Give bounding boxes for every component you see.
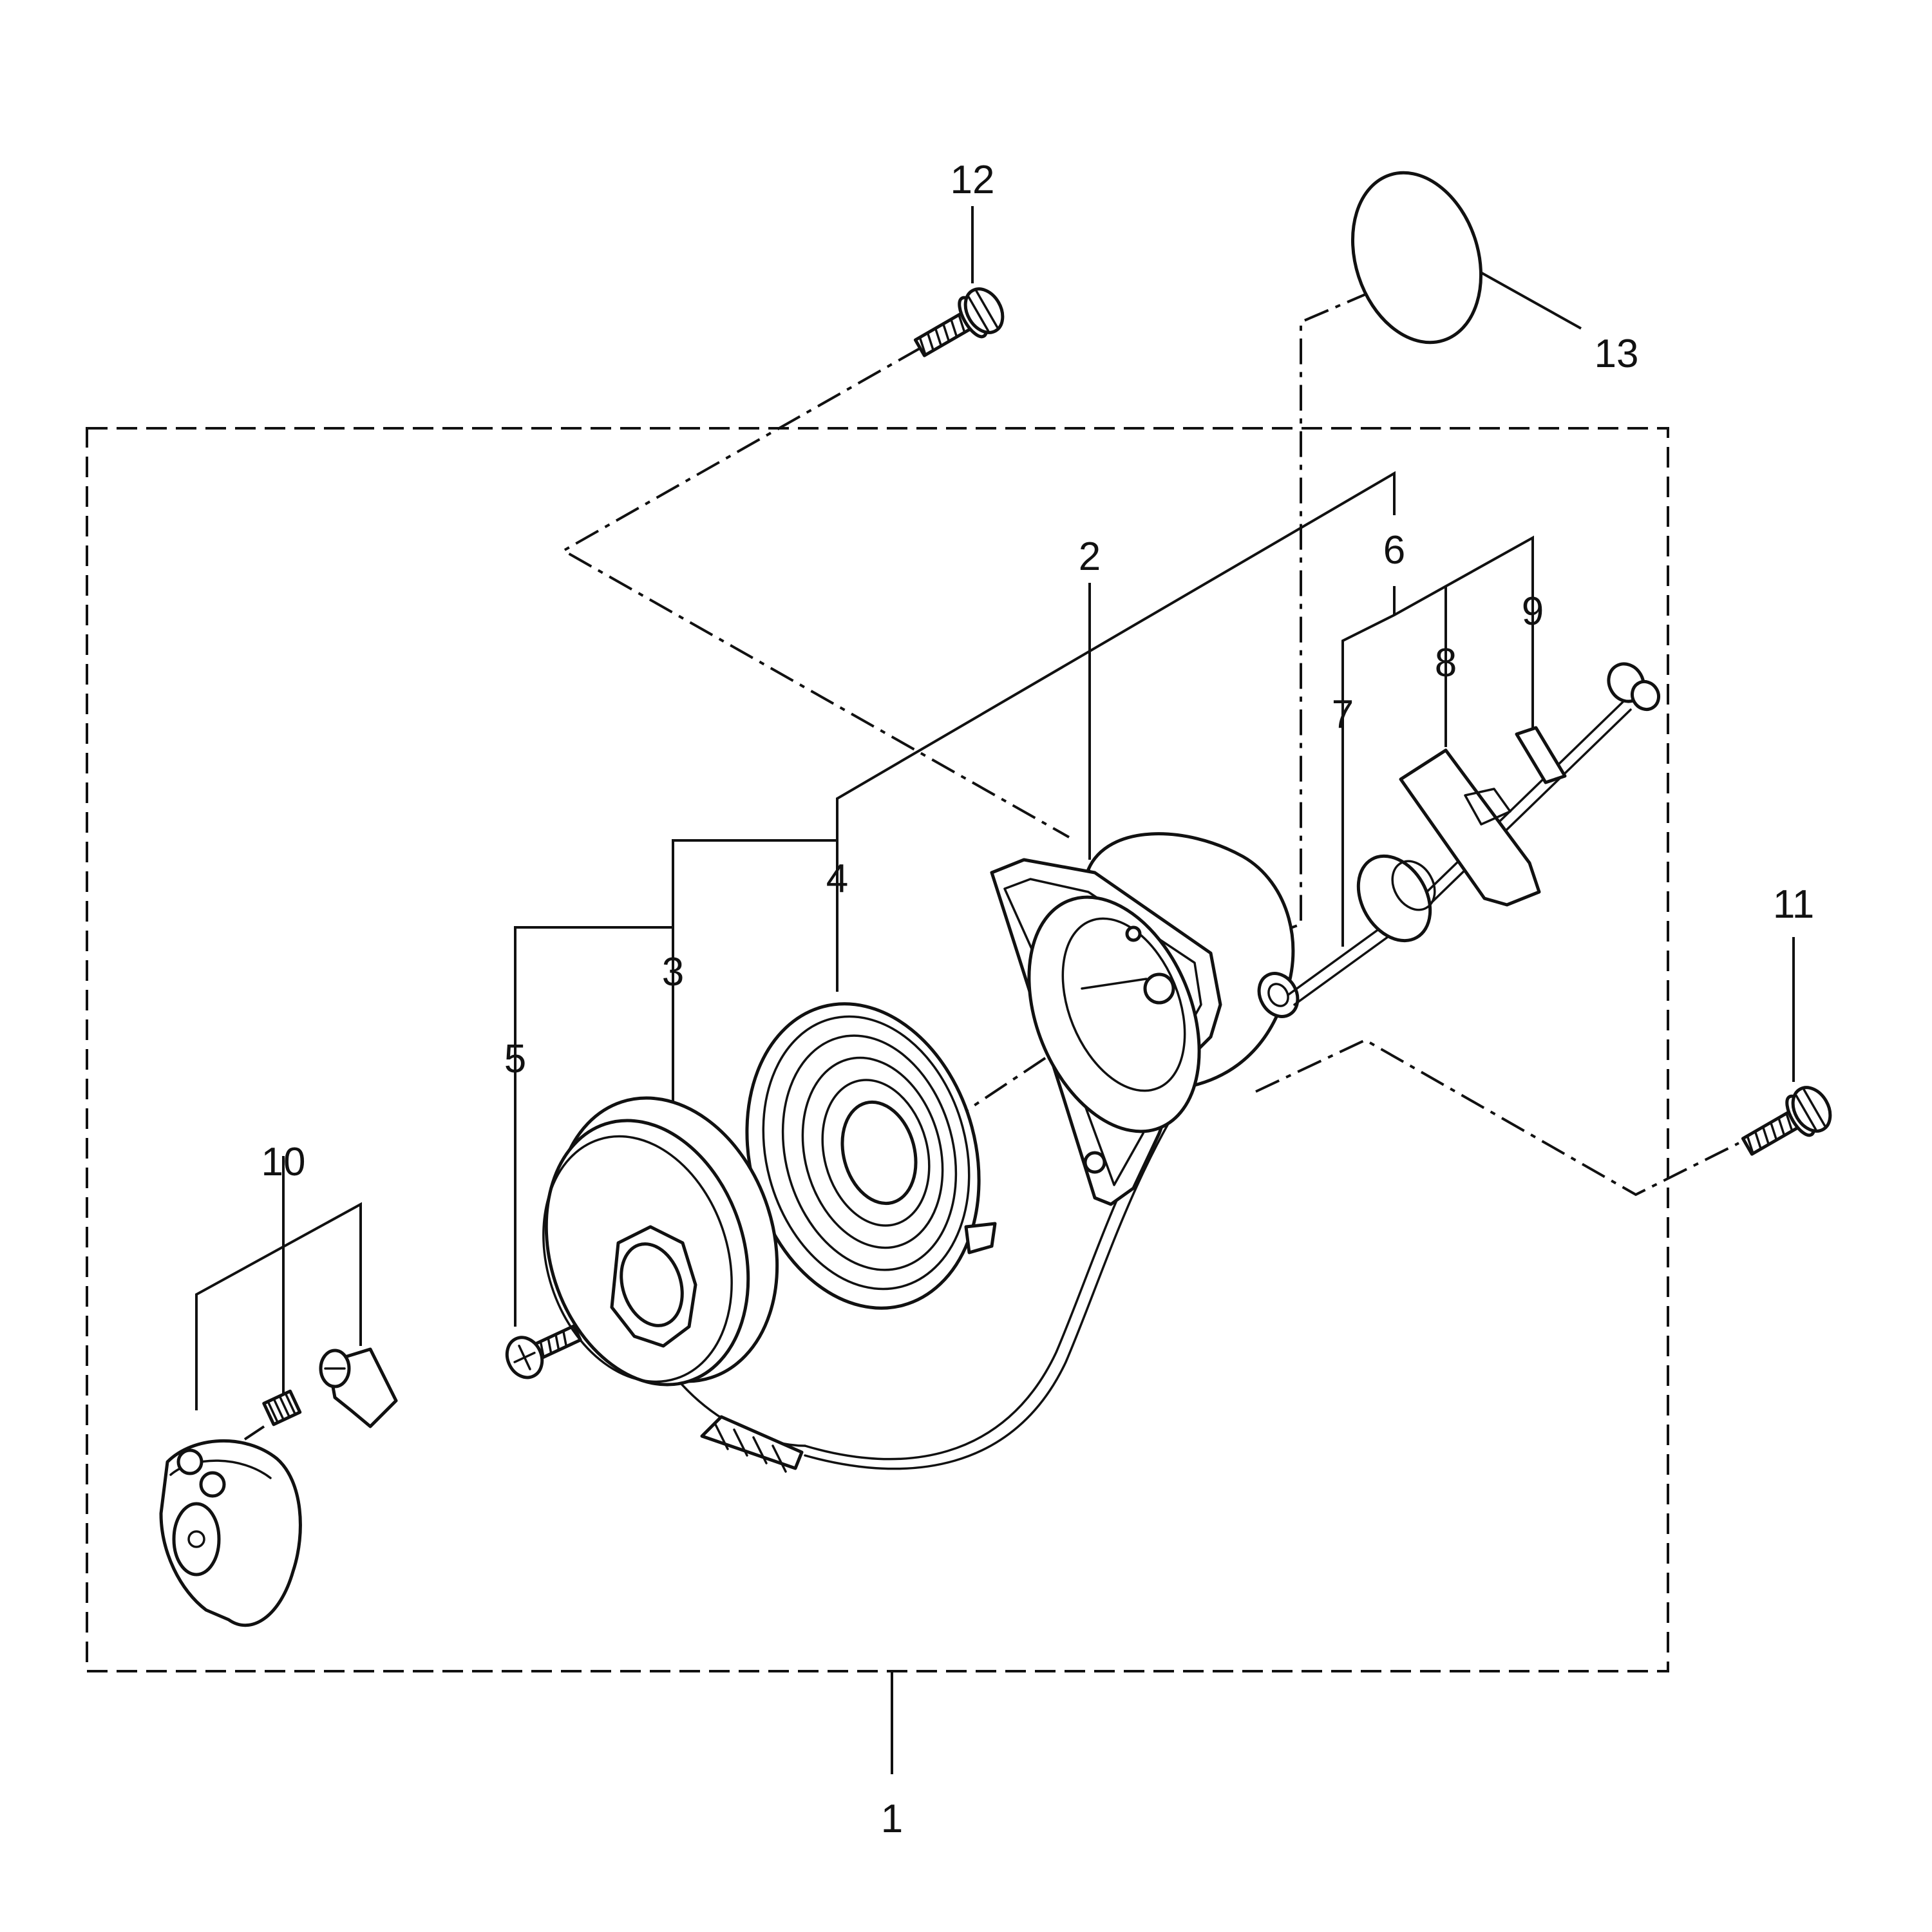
callout-1: 1: [881, 1797, 903, 1841]
starter-rope-handle: [1287, 662, 1661, 1006]
callout-5: 5: [504, 1037, 526, 1081]
callout-7: 7: [1332, 692, 1354, 737]
callout-9: 9: [1522, 589, 1544, 634]
leader-lines: [195, 206, 1795, 1774]
callout-6: 6: [1383, 528, 1405, 573]
decal-disc: [1350, 171, 1483, 345]
callout-10: 10: [261, 1140, 306, 1184]
callout-13: 13: [1595, 332, 1639, 376]
callout-3: 3: [662, 950, 684, 994]
screw-5: [505, 1324, 582, 1379]
rope-pulley: [542, 1096, 806, 1473]
callout-labels: 1 2 3 4 5 6 7 8 9 10 11 12 13: [261, 158, 1815, 1841]
starter-housing: [804, 832, 1300, 1470]
callout-8: 8: [1435, 641, 1457, 685]
assembly-boundary-box: [86, 427, 1669, 1672]
ratchet-assembly: [159, 1347, 398, 1627]
callout-11: 11: [1773, 882, 1814, 927]
screw-12: [913, 287, 1005, 357]
callout-12: 12: [951, 158, 995, 202]
callout-2: 2: [1079, 535, 1101, 579]
screw-11: [1741, 1086, 1832, 1156]
callout-4: 4: [826, 857, 848, 901]
